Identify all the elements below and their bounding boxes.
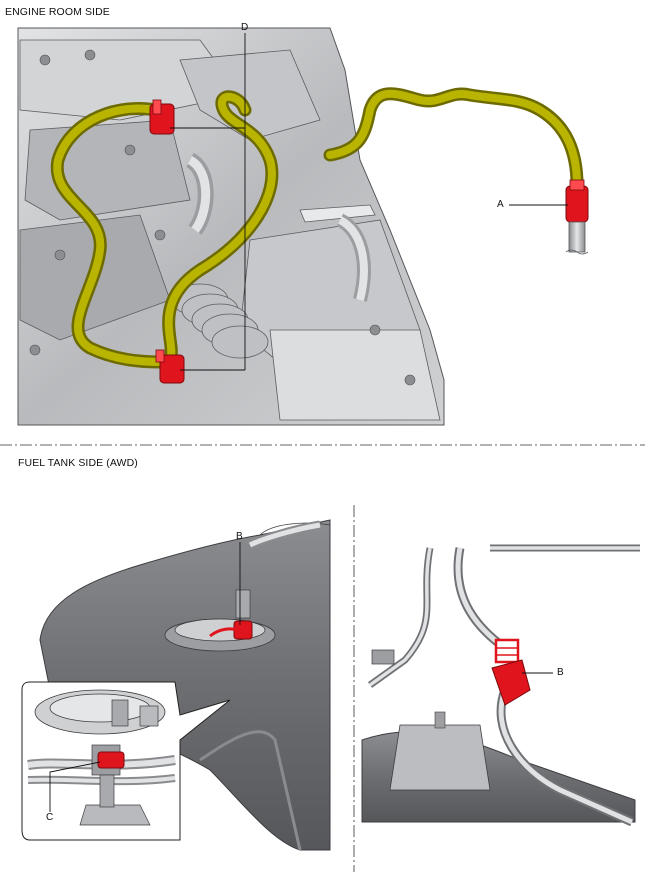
callout-a-label: A bbox=[497, 199, 504, 210]
callout-c-leader bbox=[49, 761, 101, 812]
engine-illustration bbox=[17, 27, 445, 426]
connector-engine-upper bbox=[149, 99, 175, 135]
fuel-tank-title: FUEL TANK SIDE (AWD) bbox=[18, 457, 138, 469]
connector-engine-lower bbox=[155, 349, 185, 384]
callout-c-label: C bbox=[46, 812, 54, 823]
right-detail-illustration bbox=[361, 544, 640, 827]
connector-b-right bbox=[491, 659, 531, 706]
callout-d-leader bbox=[170, 33, 246, 371]
connector-b-left bbox=[209, 620, 253, 640]
callout-d-label: D bbox=[241, 22, 249, 33]
engine-room-title: ENGINE ROOM SIDE bbox=[5, 6, 110, 18]
callout-b-left-label: B bbox=[236, 531, 243, 542]
inset-detail bbox=[21, 681, 231, 841]
connector-a bbox=[565, 179, 589, 255]
callout-b-right-label: B bbox=[557, 667, 564, 678]
